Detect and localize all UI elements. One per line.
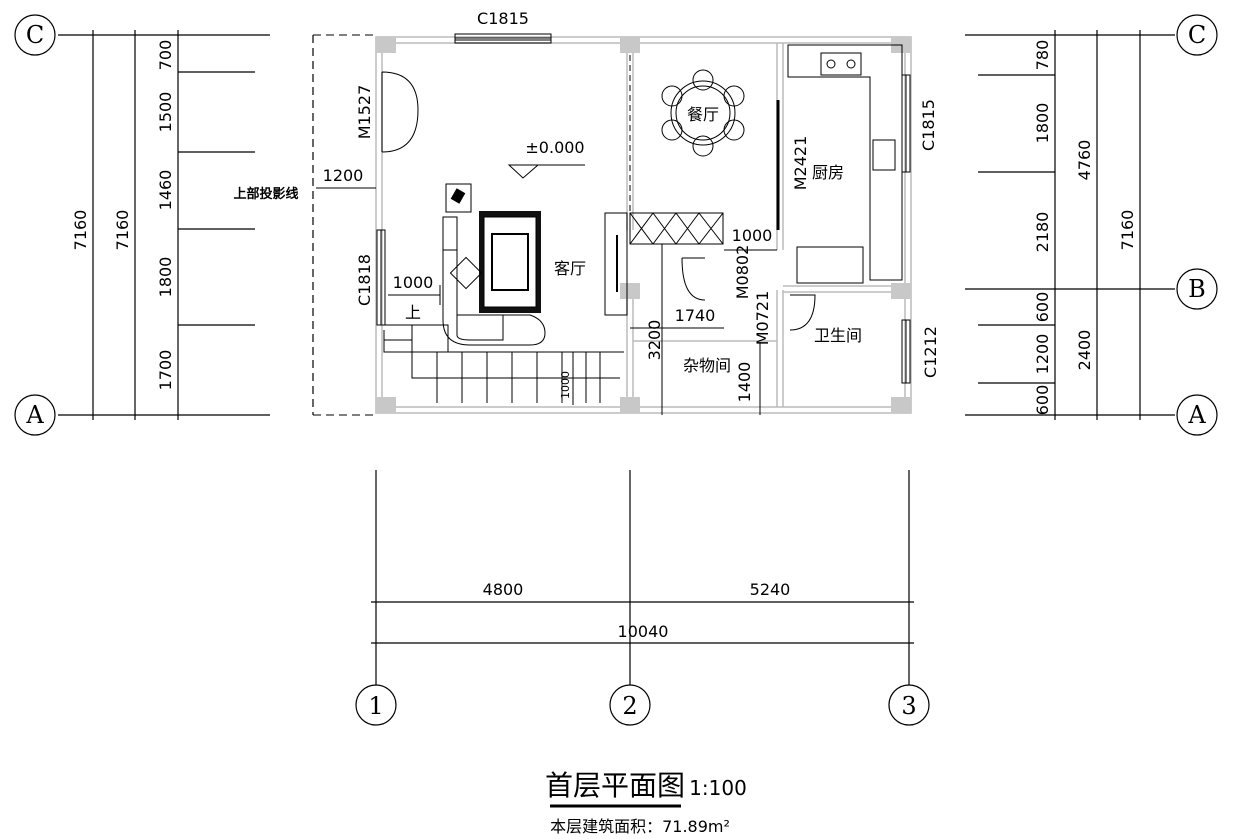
- dim-right-chain: 780: [1033, 40, 1052, 71]
- dim-right-chain: 1200: [1033, 334, 1052, 375]
- axis-label: 2: [622, 692, 637, 720]
- dim-left-chain: 1460: [156, 170, 175, 211]
- axis-label: B: [1188, 275, 1206, 303]
- stairs: [383, 324, 624, 405]
- dim-left-total-outer: 7160: [71, 210, 90, 251]
- plan-dim-lines: [316, 164, 777, 415]
- left-dimensions: 7160 7160 700 1500 1460 1800 1700 C A: [14, 14, 270, 436]
- dim-right-chain: 600: [1033, 292, 1052, 323]
- axis-label: A: [25, 401, 44, 429]
- projection-line-label: 上部投影线: [233, 186, 298, 202]
- stair-up-label: 上: [405, 303, 421, 322]
- window-label: C1815: [477, 9, 529, 28]
- drawing-scale: 1:100: [689, 776, 747, 800]
- dim-label: 1740: [675, 306, 716, 325]
- room-dining: 餐厅: [687, 105, 719, 124]
- dim-right-chain: 1800: [1033, 103, 1052, 144]
- dim-bay2: 5240: [750, 580, 791, 599]
- bottom-dimensions: 4800 5240 10040 1 2 3: [355, 470, 930, 726]
- plan-walls: [312, 33, 912, 416]
- axis-label: C: [26, 21, 44, 49]
- right-dimensions: 780 1800 2180 600 1200 600 4760 2400 716…: [965, 14, 1218, 436]
- axis-label: A: [1187, 401, 1206, 429]
- door-label: M1527: [355, 85, 374, 140]
- dim-right-chain: 600: [1033, 385, 1052, 416]
- furniture: [383, 44, 903, 405]
- dim-label: 1400: [735, 362, 754, 403]
- dim-left-chain: 1800: [156, 257, 175, 298]
- dim-label: 1000: [559, 371, 572, 399]
- axis-label: 1: [368, 692, 383, 720]
- dim-left-chain: 1500: [156, 92, 175, 133]
- cabinet: [629, 212, 724, 245]
- window-label: C1815: [919, 99, 938, 151]
- dim-total: 10040: [618, 622, 669, 641]
- dim-bay1: 4800: [483, 580, 524, 599]
- drawing-title: 首层平面图: [545, 769, 685, 802]
- room-storage: 杂物间: [683, 356, 731, 375]
- dining-table: [661, 69, 745, 157]
- kitchen-counter: [787, 44, 903, 284]
- axis-label: C: [1188, 21, 1206, 49]
- room-kitchen: 厨房: [812, 163, 844, 182]
- area-note: 本层建筑面积：71.89m²: [550, 817, 730, 836]
- door-label: M0721: [753, 291, 772, 346]
- window-label: C1818: [355, 254, 374, 306]
- dim-label: 3200: [645, 320, 664, 361]
- door-label: M0802: [733, 245, 752, 300]
- axis-bubble-c-left: [14, 14, 56, 56]
- dim-label: 1000: [393, 273, 434, 292]
- dim-right-chain: 2180: [1033, 212, 1052, 253]
- dim-left-total-inner: 7160: [113, 210, 132, 251]
- dim-right-total: 7160: [1118, 210, 1137, 251]
- dim-right-mid: 4760: [1075, 140, 1094, 181]
- axis-label: 3: [901, 692, 916, 720]
- room-living: 客厅: [554, 259, 586, 278]
- door-label: M2421: [791, 136, 810, 191]
- window-label: C1212: [921, 326, 940, 378]
- room-bath: 卫生间: [814, 326, 862, 345]
- dim-right-mid: 2400: [1075, 330, 1094, 371]
- dim-label: 1200: [323, 166, 364, 185]
- axis-bubble-a-left: [14, 394, 56, 436]
- dim-left-chain: 700: [156, 40, 175, 71]
- sofa: [442, 216, 546, 346]
- dim-left-chain: 1700: [156, 350, 175, 391]
- drawing-title-block: 首层平面图 1:100 本层建筑面积：71.89m²: [545, 769, 747, 836]
- elevation-label: ±0.000: [525, 138, 584, 157]
- dim-label: 1000: [732, 226, 773, 245]
- plan-labels: C1815 M1527 1200 上部投影线 C1818 1000 上 ±0.0…: [233, 9, 940, 402]
